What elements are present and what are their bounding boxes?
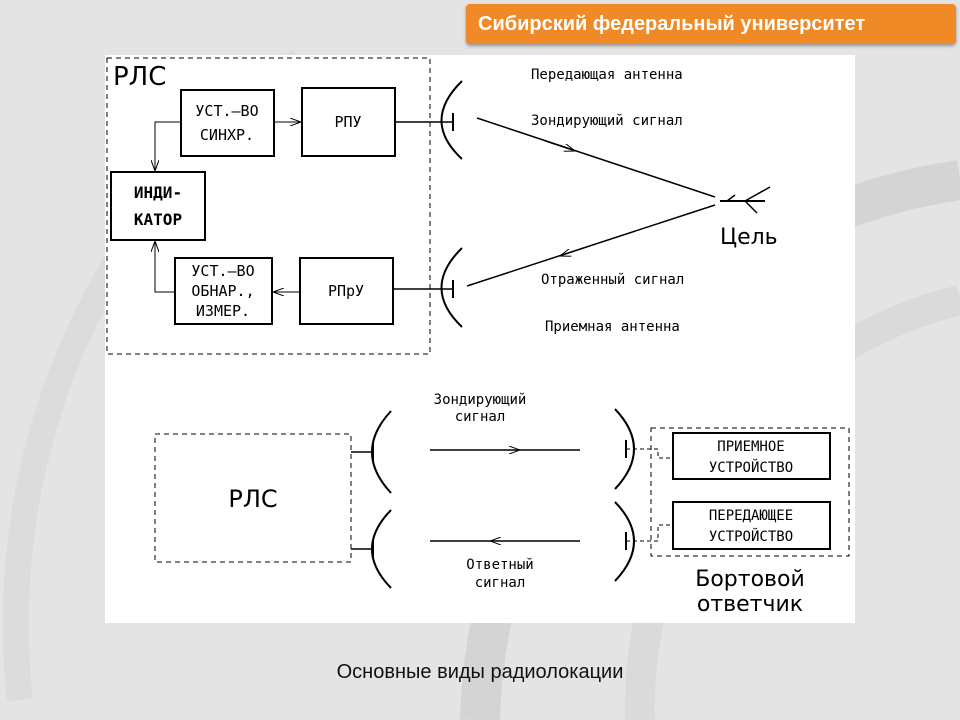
tx-device-connector: [626, 524, 673, 542]
detect-measure-block: УСТ.–ВО ОБНАР., ИЗМЕР.: [174, 257, 273, 325]
detect-line3: ИЗМЕР.: [196, 302, 250, 320]
target-label: Цель: [720, 225, 778, 250]
sync-block-line2: СИНХР.: [200, 126, 254, 144]
detect-line2: ОБНАР.,: [191, 282, 254, 300]
target-aircraft-icon: [720, 186, 771, 214]
transponder-tx-antenna-icon: [614, 501, 635, 582]
probe-signal-label: Зондирующий сигнал: [531, 113, 683, 129]
transmitter-device-line2: УСТРОЙСТВО: [709, 527, 793, 545]
sync-block: УСТ.–ВО СИНХР.: [180, 89, 275, 157]
probe-signal-label-2b: сигнал: [455, 409, 506, 425]
indicator-line2: КАТОР: [134, 210, 182, 229]
rx-antenna-label: Приемная антенна: [545, 319, 680, 335]
reflected-signal-label: Отраженный сигнал: [541, 272, 684, 288]
rx-device-connector: [626, 448, 673, 459]
probe-signal-label-2a: Зондирующий: [434, 392, 527, 408]
radar-tx-antenna-icon: [371, 410, 392, 494]
response-signal-label-b: сигнал: [475, 575, 526, 591]
radiolocation-diagram: РЛС УСТ.–ВО СИНХР. РПУ ИНДИ- КАТОР УСТ.–…: [105, 55, 855, 623]
receiver-block: РПрУ: [299, 257, 394, 325]
receiver-device-block: ПРИЕМНОЕ УСТРОЙСТВО: [672, 432, 831, 480]
tx-antenna-label: Передающая антенна: [531, 67, 683, 83]
radar-boundary: [106, 57, 431, 355]
detect-line1: УСТ.–ВО: [191, 262, 254, 280]
reflected-signal-arrow: [560, 245, 591, 256]
receiver-device-line1: ПРИЕМНОЕ: [717, 439, 784, 455]
transmitter-block: РПУ: [301, 87, 396, 157]
reflected-signal-ray: [466, 204, 716, 287]
sync-to-indicator-arrow: [155, 121, 181, 171]
radar-rx-antenna-icon: [371, 509, 392, 589]
receiver-device-line2: УСТРОЙСТВО: [709, 458, 793, 476]
transponder-label-line1: Бортовой: [695, 567, 805, 592]
transmitter-label: РПУ: [334, 113, 361, 131]
receiver-label: РПрУ: [328, 282, 364, 300]
transmitter-device-line1: ПЕРЕДАЮЩЕЕ: [709, 508, 793, 524]
probe-signal-ray: [476, 117, 716, 198]
response-signal-label-a: Ответный: [466, 557, 533, 573]
tx-antenna-icon: [440, 80, 463, 160]
indicator-block: ИНДИ- КАТОР: [110, 171, 206, 241]
radar-label: РЛС: [113, 62, 166, 92]
probe-signal-arrow: [544, 140, 575, 151]
radar-secondary-label: РЛС: [228, 485, 277, 513]
transmitter-device-block: ПЕРЕДАЮЩЕЕ УСТРОЙСТВО: [672, 501, 831, 550]
rx-antenna-icon: [440, 247, 463, 328]
transponder-rx-antenna-icon: [614, 408, 635, 490]
sync-block-line1: УСТ.–ВО: [195, 102, 258, 120]
university-banner: Сибирский федеральный университет: [466, 4, 956, 44]
transponder-label-line2: ответчик: [697, 592, 803, 617]
detect-to-indicator-arrow: [155, 241, 175, 293]
transponder-boundary: [650, 427, 850, 557]
slide-caption: Основные виды радиолокации: [336, 661, 624, 683]
indicator-line1: ИНДИ-: [134, 183, 182, 202]
